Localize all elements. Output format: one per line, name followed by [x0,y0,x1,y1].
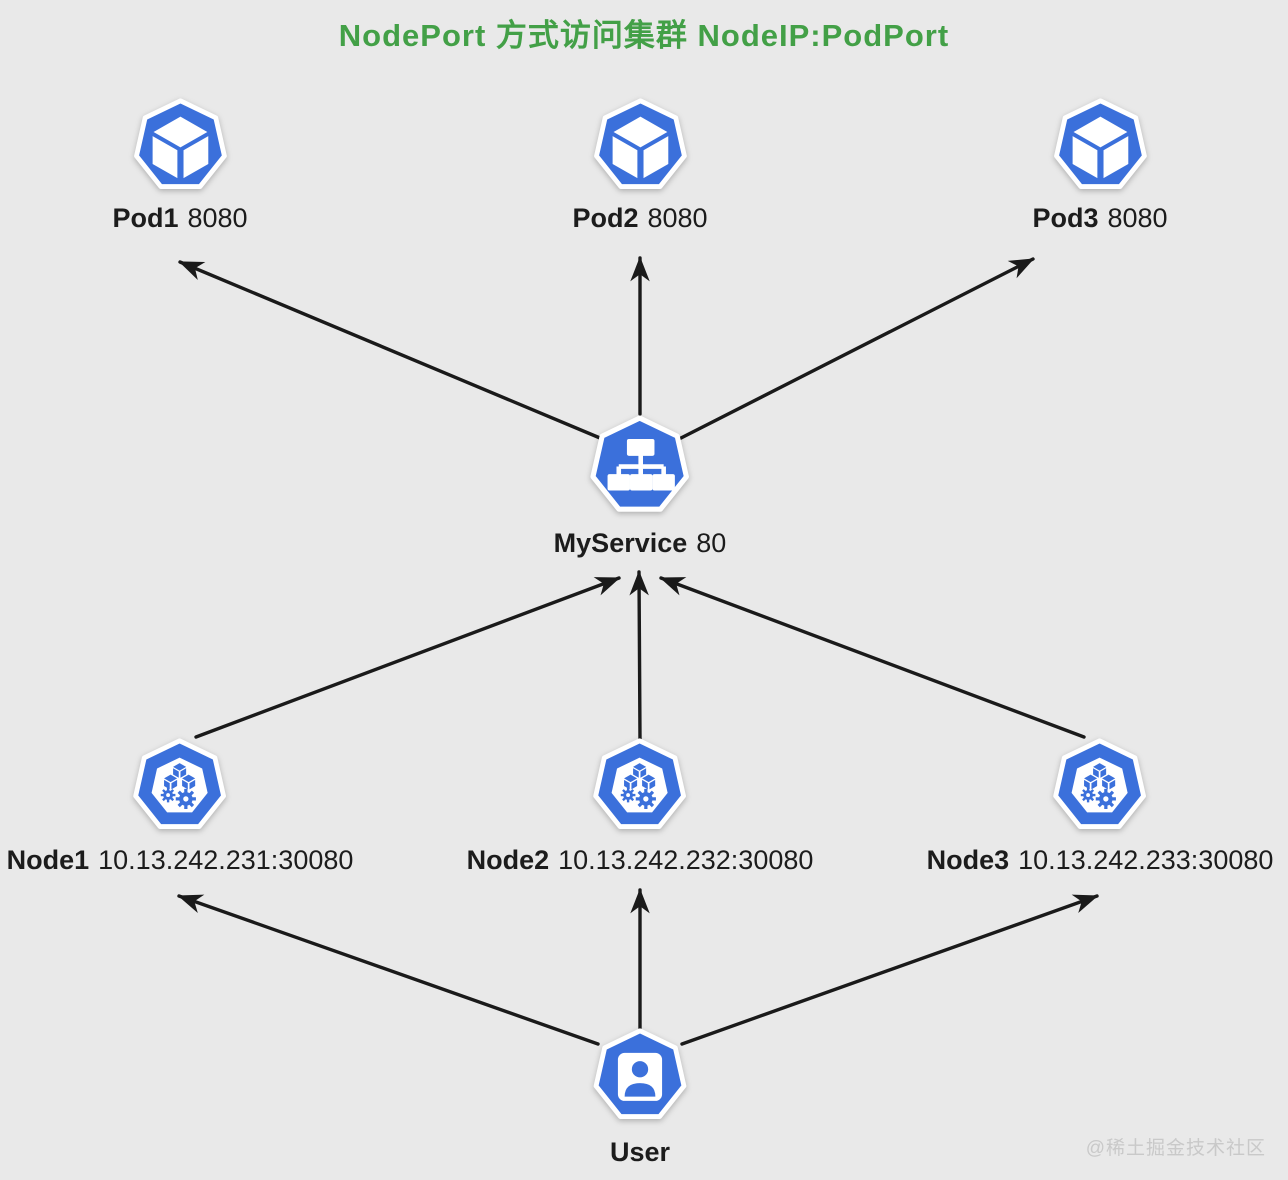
pod2-group: Pod2 8080 [572,97,708,234]
user-label: User [610,1137,670,1168]
node2-group: Node2 10.13.242.232:30080 [467,737,814,876]
pod2-label: Pod2 8080 [572,203,707,234]
user-person-icon [592,1027,688,1123]
pod1-label: Pod1 8080 [112,203,247,234]
pod1-port: 8080 [187,203,248,233]
user-group: User [592,1027,688,1168]
service-group: MyService 80 [554,414,727,559]
service-port: 80 [696,528,727,558]
node1-name: Node1 [6,845,90,875]
node-cubes-gears-icon [132,737,228,833]
node2-address: 10.13.242.232:30080 [558,845,814,875]
arrow-service-to-pod3 [679,257,1035,440]
node3-label: Node3 10.13.242.233:30080 [927,845,1274,876]
service-label: MyService 80 [554,528,727,559]
arrow-service-to-pod1 [178,260,602,440]
pod-cube-icon [592,97,688,193]
pod1-group: Pod1 8080 [112,97,248,234]
service-name: MyService [553,528,688,558]
pod2-name: Pod2 [572,203,639,233]
pod-cube-icon [1052,97,1148,193]
node2-label: Node2 10.13.242.232:30080 [467,845,814,876]
pod1-name: Pod1 [112,203,179,233]
node3-address: 10.13.242.233:30080 [1018,845,1274,875]
node1-group: Node1 10.13.242.231:30080 [7,737,354,876]
node3-name: Node3 [926,845,1010,875]
pod2-port: 8080 [647,203,708,233]
arrow-user-to-node3 [680,894,1099,1046]
node-cubes-gears-icon [592,737,688,833]
service-sitemap-icon [589,414,691,516]
arrow-node2-to-service [629,570,649,742]
node2-name: Node2 [466,845,550,875]
node1-label: Node1 10.13.242.231:30080 [7,845,354,876]
node-cubes-gears-icon [1052,737,1148,833]
pod-cube-icon [132,97,228,193]
node1-address: 10.13.242.231:30080 [98,845,354,875]
watermark: @稀土掘金技术社区 [1085,1138,1266,1159]
pod3-name: Pod3 [1032,203,1099,233]
pod3-label: Pod3 8080 [1032,203,1167,234]
arrow-node3-to-service [659,576,1086,739]
arrow-user-to-node1 [177,894,600,1046]
diagram-title: NodePort 方式访问集群 NodeIP:PodPort [338,18,950,53]
pod3-group: Pod3 8080 [1032,97,1168,234]
arrow-node1-to-service [194,576,621,739]
node3-group: Node3 10.13.242.233:30080 [927,737,1274,876]
user-name: User [609,1137,671,1167]
pod3-port: 8080 [1107,203,1168,233]
